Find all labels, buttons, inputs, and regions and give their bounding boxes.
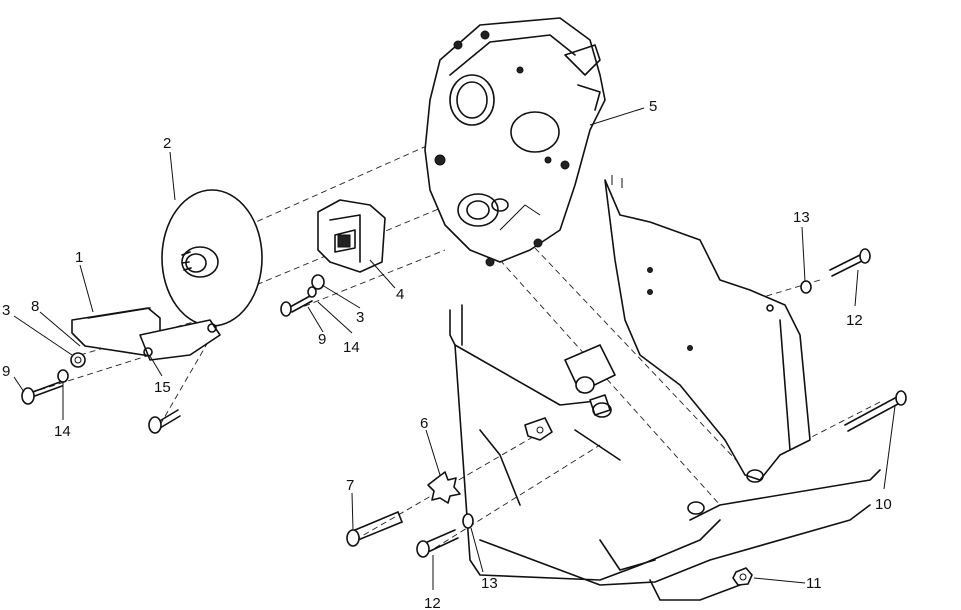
callout-13-lower: 13 (481, 575, 498, 592)
callout-13-upper: 13 (793, 209, 810, 226)
callout-1: 1 (75, 249, 83, 266)
star-washer (427, 417, 553, 504)
callout-6: 6 (420, 415, 428, 432)
callout-14-mid: 14 (343, 339, 360, 356)
callout-5: 5 (649, 98, 657, 115)
nut-11 (732, 567, 753, 586)
lower-bracket-plate (71, 307, 221, 361)
left-fasteners (21, 274, 325, 434)
callout-11: 11 (806, 575, 822, 592)
callout-9-left: 9 (2, 363, 10, 380)
callout-15: 15 (154, 379, 171, 396)
callout-12-upper: 12 (846, 312, 863, 329)
leader-lines (13, 107, 896, 590)
lower-bolt-12 (416, 513, 474, 558)
chassis-frame (449, 175, 881, 601)
callout-3-mid: 3 (356, 309, 364, 326)
callout-2: 2 (163, 135, 171, 152)
callout-4: 4 (396, 286, 404, 303)
callout-14-left: 14 (54, 423, 71, 440)
callout-labels: 1 2 3 3 4 5 6 7 8 9 9 10 11 12 12 13 13 … (2, 98, 892, 610)
callout-8: 8 (31, 298, 39, 315)
sheave-disc (161, 189, 263, 327)
bolt-7 (346, 511, 403, 547)
callout-10: 10 (875, 496, 892, 513)
callout-7: 7 (346, 477, 354, 494)
callout-3-left: 3 (2, 302, 10, 319)
transmission-housing (424, 17, 606, 267)
callout-12-lower: 12 (424, 595, 441, 610)
upper-bolt-12 (800, 248, 871, 294)
callout-9-mid: 9 (318, 331, 326, 348)
mount-bracket (317, 199, 386, 273)
long-bolt-10 (844, 390, 907, 432)
